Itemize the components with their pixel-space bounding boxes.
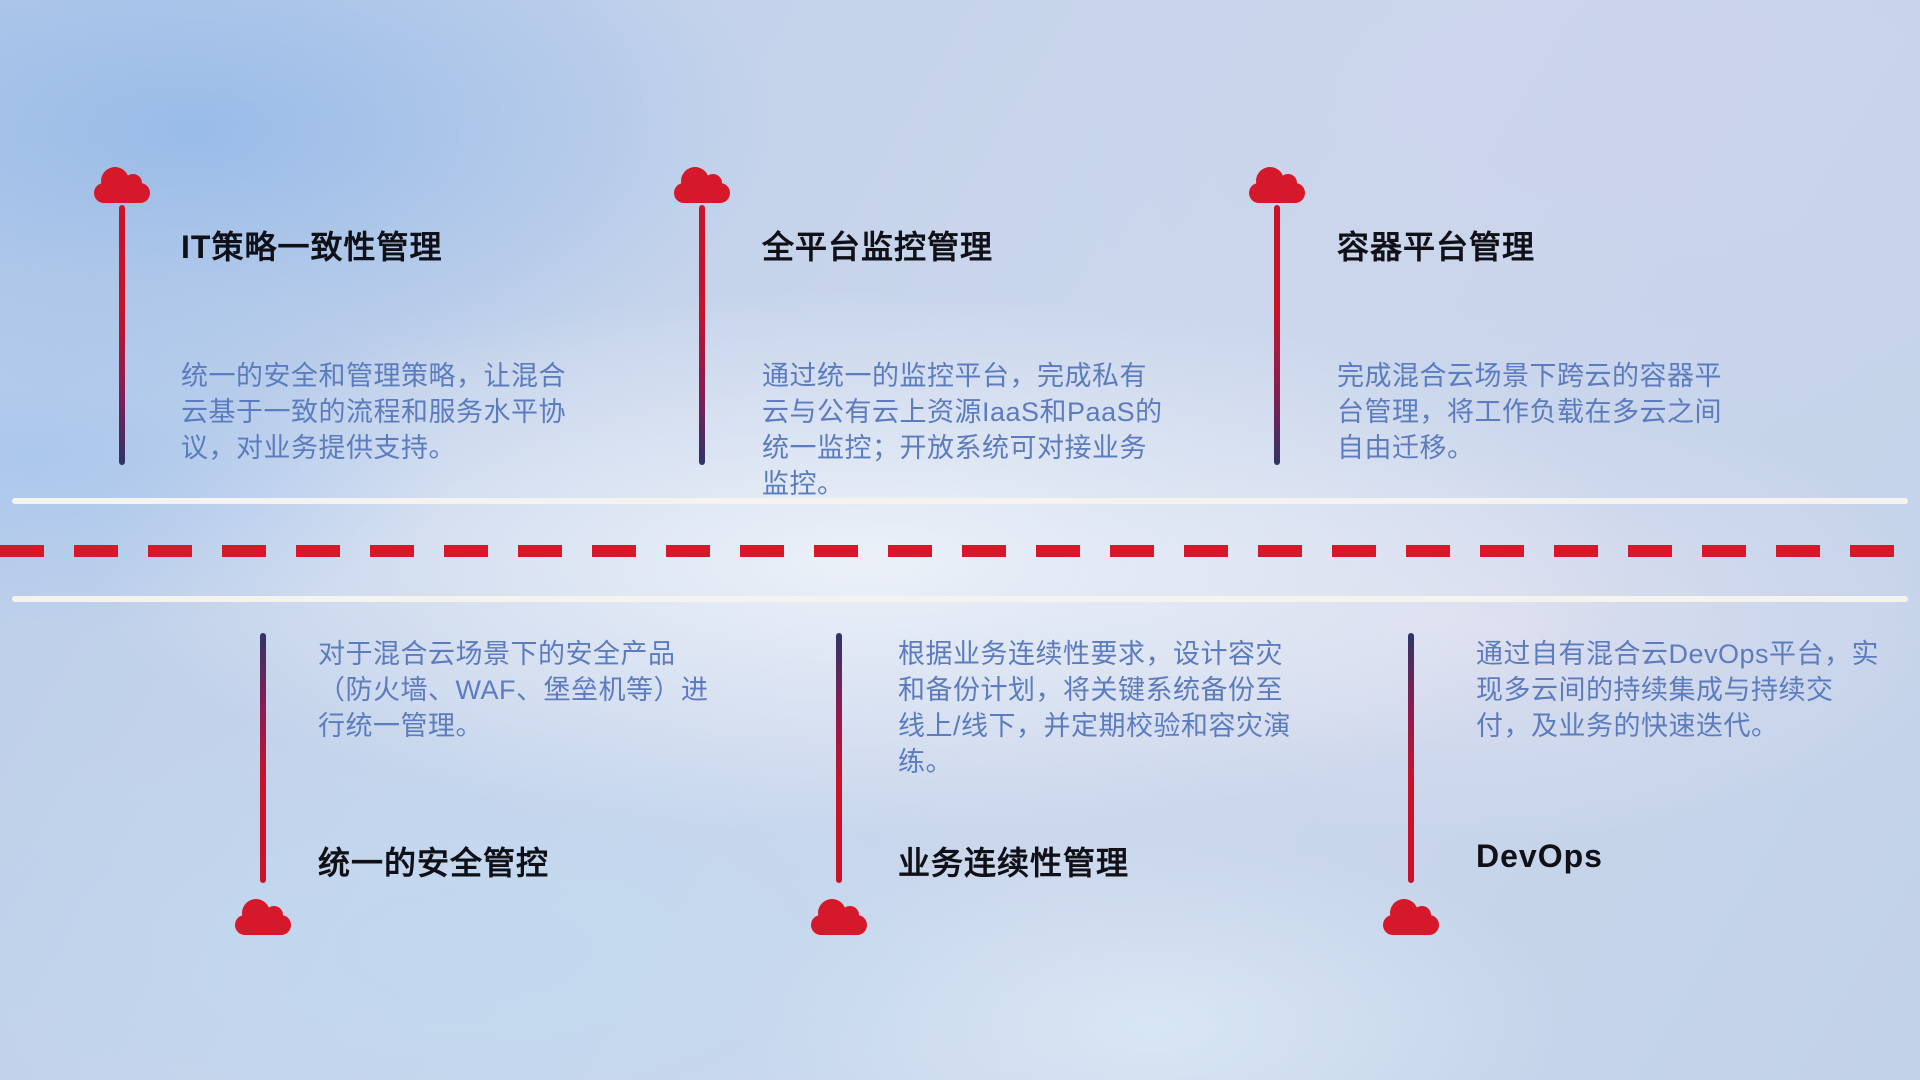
road-top-line (12, 498, 1908, 504)
connector-line (260, 633, 266, 883)
cloud-icon (1383, 899, 1439, 935)
connector-line (836, 633, 842, 883)
item-description: 根据业务连续性要求，设计容灾和备份计划，将关键系统备份至线上/线下，并定期校验和… (898, 639, 1292, 777)
cloud-icon (235, 899, 291, 935)
road-bottom-line (12, 596, 1908, 602)
item-title: 容器平台管理 (1337, 229, 1536, 265)
connector-line (119, 205, 125, 465)
item-description: 统一的安全和管理策略，让混合云基于一致的流程和服务水平协议，对业务提供支持。 (181, 361, 566, 463)
item-title: DevOps (1476, 838, 1603, 874)
connector-line (1274, 205, 1280, 465)
cloud-icon (811, 899, 867, 935)
cloud-icon (674, 167, 730, 203)
connector-line (699, 205, 705, 465)
item-description: 对于混合云场景下的安全产品（防火墙、WAF、堡垒机等）进行统一管理。 (318, 639, 709, 741)
item-title: IT策略一致性管理 (181, 229, 443, 265)
connector-line (1408, 633, 1414, 883)
cloud-icon (1249, 167, 1305, 203)
item-title: 全平台监控管理 (762, 229, 994, 265)
cloud-icon (94, 167, 150, 203)
item-description: 完成混合云场景下跨云的容器平台管理，将工作负载在多云之间自由迁移。 (1337, 361, 1722, 463)
item-description: 通过自有混合云DevOps平台，实现多云间的持续集成与持续交付，及业务的快速迭代… (1476, 639, 1880, 741)
item-title: 统一的安全管控 (318, 845, 550, 881)
road-dashed-line (0, 545, 1920, 557)
item-description: 通过统一的监控平台，完成私有云与公有云上资源IaaS和PaaS的统一监控；开放系… (762, 361, 1163, 499)
item-title: 业务连续性管理 (898, 845, 1130, 881)
